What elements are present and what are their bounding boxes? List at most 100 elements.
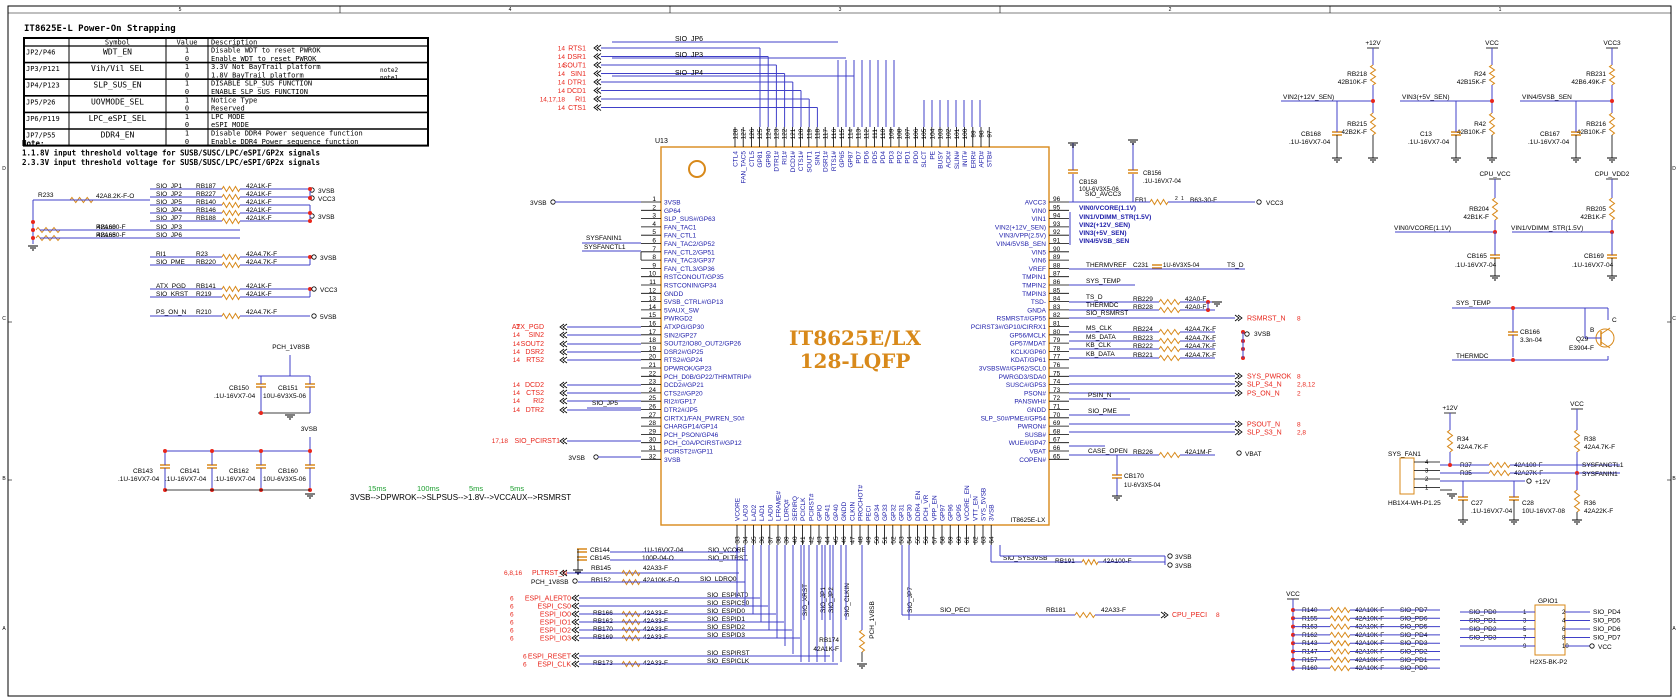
pin-name: DCD2#/GP21 — [664, 382, 704, 389]
part-ref: RB188 — [196, 215, 216, 222]
part-value: 42A33-F — [1101, 607, 1126, 614]
port-circle — [1167, 553, 1173, 559]
resistor — [1573, 429, 1581, 453]
pin-name: PECI — [866, 506, 873, 521]
net-label: SIO_JP6 — [156, 232, 182, 239]
pin-number: 46 — [841, 536, 848, 544]
net-label: SIO_JP4 — [156, 207, 182, 214]
pin-name: PD2 — [897, 151, 904, 164]
resistor — [1074, 611, 1096, 619]
pin-number: 31 — [649, 445, 657, 452]
offpage-connector — [1234, 428, 1243, 436]
pin-number: 64 — [989, 536, 996, 544]
pin-number: 35 — [751, 536, 758, 544]
pin-name: PD7 — [856, 151, 863, 164]
net-label: THERMDC — [1456, 353, 1489, 360]
part-ref: C13 — [1420, 131, 1432, 138]
part-ref: RB226 — [1133, 449, 1153, 456]
part-ref: CB141 — [180, 468, 200, 475]
frame-col-label: 2 — [1169, 7, 1172, 13]
net-label-red: DTR2 — [526, 407, 544, 414]
pin-name: PD0 — [913, 151, 920, 164]
net-sheet-ref: 6 — [510, 604, 514, 611]
pin-number: 99 — [970, 130, 977, 138]
pin-number: 22 — [649, 370, 657, 377]
offpage-connector — [1234, 389, 1243, 397]
pin-number: 2 — [1425, 477, 1429, 483]
offpage-connector — [559, 569, 568, 577]
pin-number: 96 — [1053, 196, 1061, 203]
strap-jumper: JP3/P121 — [26, 65, 60, 73]
pin-name: RSTCONOUT/GP35 — [664, 274, 724, 281]
net-sheet-ref: 6 — [523, 662, 527, 669]
part-ref: CB168 — [1301, 131, 1321, 138]
net-label-red: DCD1 — [567, 88, 586, 95]
pin-number: 12 — [649, 287, 657, 294]
net-sheet-ref: 6 — [510, 620, 514, 627]
net-label: 3VSB — [318, 188, 335, 195]
pin-number: 100 — [962, 128, 969, 139]
net-label: SIO_AVCC3 — [1085, 191, 1121, 198]
part-value: 42A4.7K-F — [1185, 352, 1216, 359]
net-label: VIN3(+5V_SEN) — [1402, 94, 1450, 101]
pin-name: CTS1# — [798, 151, 805, 172]
part-value: 100P-04-O — [642, 555, 674, 562]
offpage-connector — [593, 44, 602, 52]
pin-number: 15 — [649, 312, 657, 319]
part-value: .1U-16VX7-04 — [1289, 139, 1331, 146]
junction-dot — [308, 449, 312, 453]
pin-name: ATXPG/GP30 — [664, 324, 704, 331]
net-sheet-ref: 2 — [1297, 391, 1301, 398]
resistor — [1329, 648, 1351, 655]
vin-label: VIN2(+12V_SEN) — [1079, 222, 1130, 229]
pin-name: SIN1 — [815, 151, 822, 166]
pin-name: FAN_CTL1 — [664, 233, 697, 240]
pin-number: 108 — [897, 128, 904, 139]
pin-name: ACK# — [946, 151, 953, 168]
resistor — [1329, 623, 1351, 631]
pin-number: 69 — [1053, 420, 1061, 427]
net-label: SIO_JP4 — [675, 70, 703, 77]
offpage-connector — [593, 53, 602, 60]
resistor — [221, 209, 241, 217]
pin-name: 3VSBSW#/GP62/SCL0 — [979, 366, 1047, 373]
pin-name: VREF — [1029, 266, 1046, 273]
pin-number: 115 — [839, 128, 846, 139]
pin-name: GP87 — [847, 151, 854, 168]
pin-number: 70 — [1053, 412, 1061, 419]
pin-number: 71 — [1053, 404, 1061, 411]
strap-description: eSPI MODE — [211, 121, 249, 129]
offpage-connector — [1234, 314, 1243, 322]
strap-title: IT8625E-L Power-On Strapping — [24, 23, 176, 34]
pin-name: RTS2#/GP24 — [664, 357, 703, 364]
pin-name: ERR# — [970, 151, 977, 169]
pin-name: 3VSB — [664, 457, 681, 464]
net-label: SYSFANCTL1 — [1582, 462, 1624, 469]
pin-number: 2 — [1175, 196, 1178, 202]
pin-number: 118 — [815, 128, 822, 139]
part-ref: CB167 — [1540, 131, 1560, 138]
port-circle — [311, 286, 317, 292]
pin-number: 93 — [1053, 221, 1061, 228]
strap-value: 1 — [185, 130, 189, 138]
pin-number: 25 — [649, 395, 657, 402]
port-circle — [311, 254, 317, 260]
net-label-red: SOUT1 — [563, 63, 586, 70]
pin-name: PD4 — [880, 151, 887, 164]
resistor — [1158, 451, 1181, 459]
resistor — [1369, 64, 1377, 86]
fan-connector-body — [1399, 457, 1415, 495]
part-ref: CB143 — [133, 468, 153, 475]
strap-description: 1.8V BayTrail platform — [211, 71, 304, 79]
rail-label: CPU_VCC — [1479, 171, 1510, 178]
net-label-red: ESPI_RESET — [528, 654, 572, 661]
pin-name: CHARGP14/GP14 — [664, 424, 718, 431]
pin-number: 2 — [652, 204, 656, 211]
port-circle — [1589, 643, 1595, 649]
pin-number: 13 — [649, 296, 657, 303]
part-ref: RB228 — [1133, 304, 1153, 311]
net-label: VCC — [1598, 644, 1612, 651]
net-label: SIO_ESPID1 — [707, 616, 745, 623]
net-sheet-ref: 14 — [513, 349, 521, 356]
net-sheet-ref: 6 — [510, 636, 514, 643]
